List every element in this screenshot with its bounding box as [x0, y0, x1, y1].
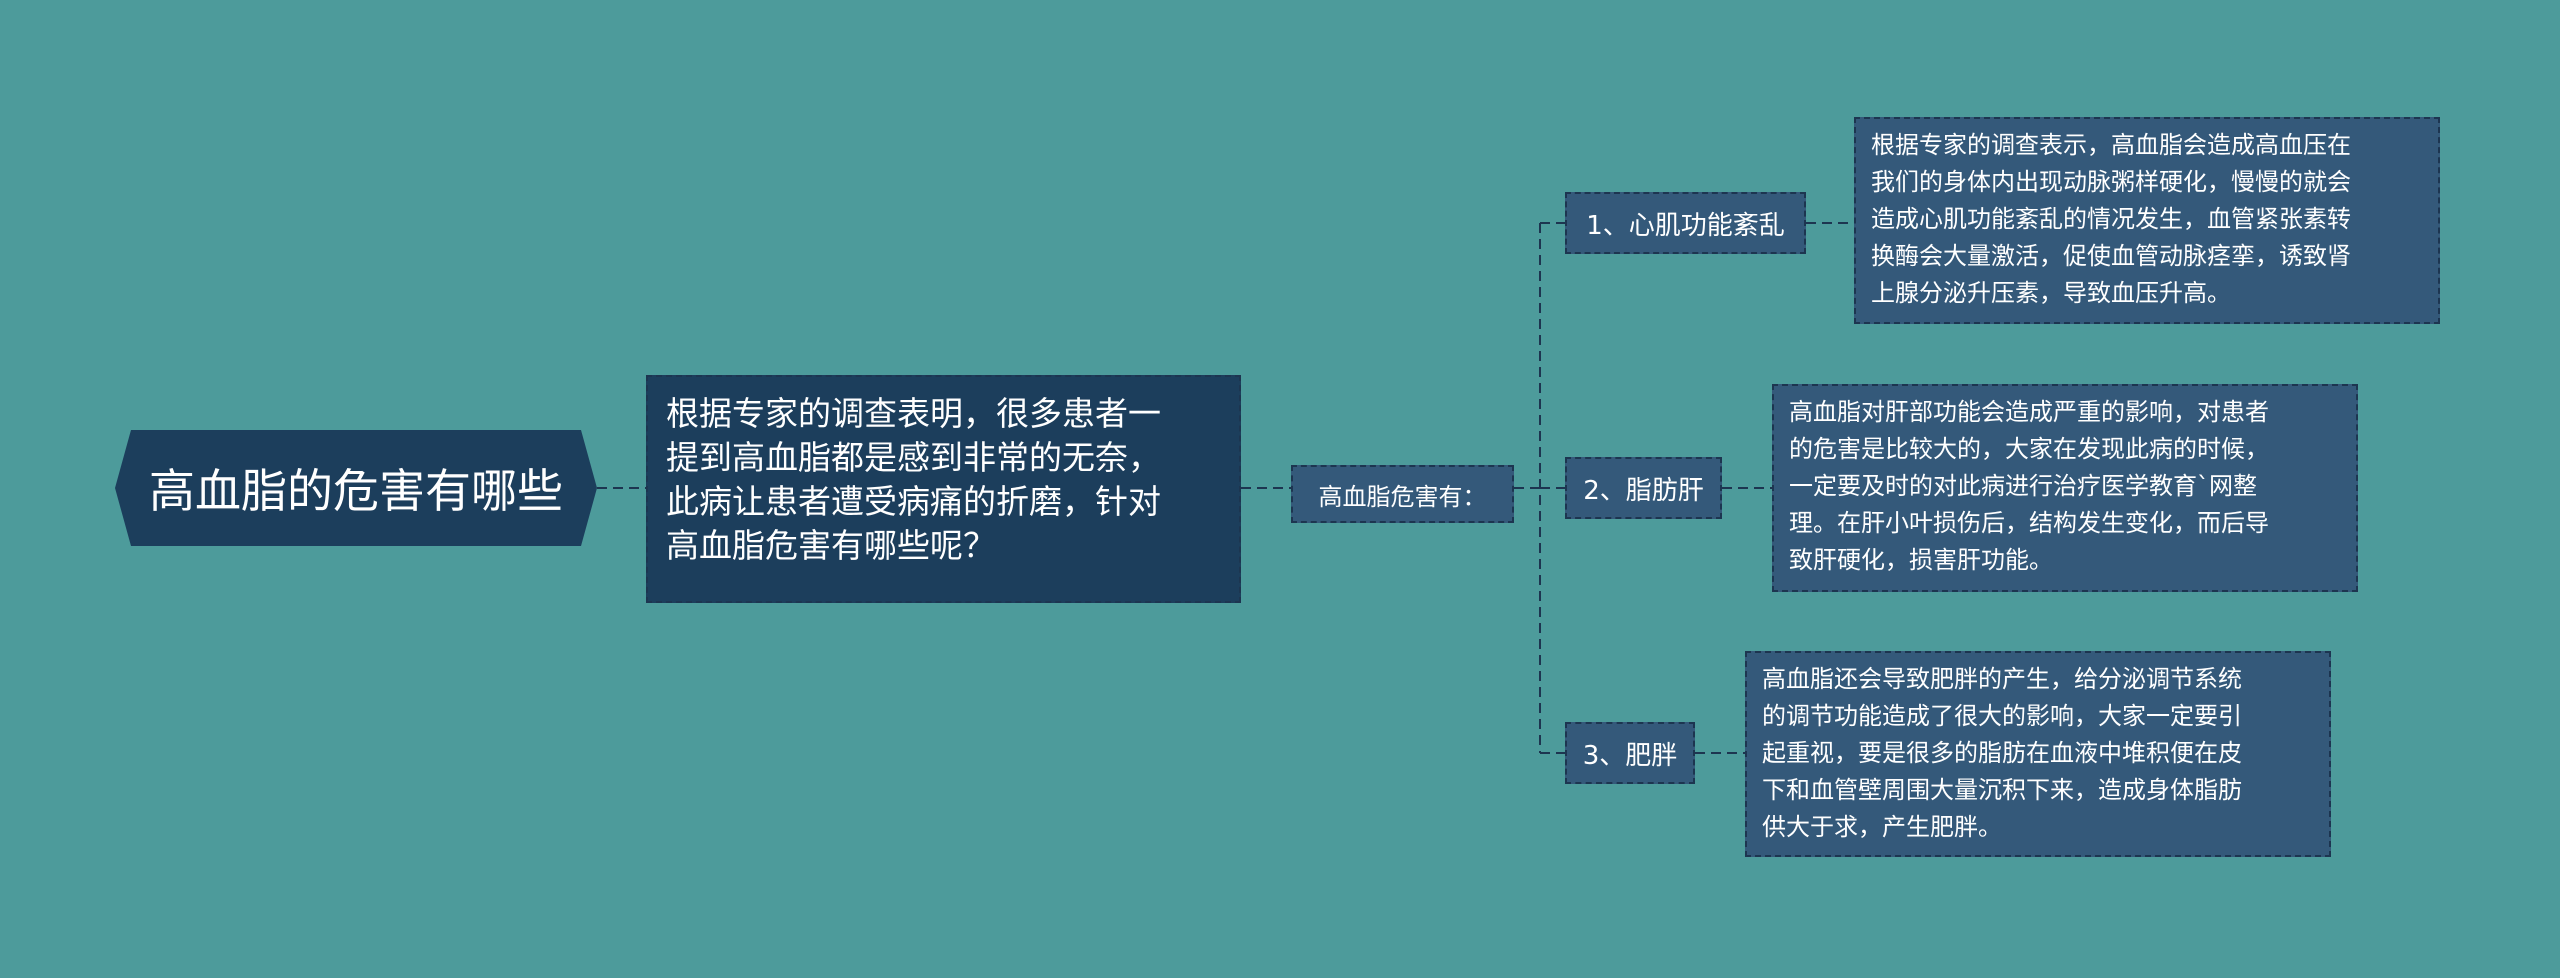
intro-line: 高血脂危害有哪些呢？ — [666, 526, 996, 565]
detail-line: 根据专家的调查表示，高血脂会造成高血压在 — [1871, 131, 2351, 159]
intro-line: 提到高血脂都是感到非常的无奈， — [666, 438, 1161, 477]
hub-node[interactable]: 高血脂危害有： — [1291, 465, 1514, 523]
detail-line: 起重视，要是很多的脂肪在血液中堆积便在皮 — [1762, 739, 2242, 767]
detail-node-obesity[interactable]: 高血脂还会导致肥胖的产生，给分泌调节系统 的调节功能造成了很大的影响，大家一定要… — [1745, 651, 2331, 857]
detail-line: 造成心肌功能紊乱的情况发生，血管紧张素转 — [1871, 205, 2351, 233]
branch-node-heart[interactable]: 1、心肌功能紊乱 — [1565, 192, 1806, 254]
detail-line: 高血脂对肝部功能会造成严重的影响，对患者 — [1789, 398, 2269, 426]
detail-node-heart[interactable]: 根据专家的调查表示，高血脂会造成高血压在 我们的身体内出现动脉粥样硬化，慢慢的就… — [1854, 117, 2440, 324]
branch-label: 3、肥胖 — [1582, 740, 1678, 771]
intro-line: 根据专家的调查表明，很多患者一 — [666, 394, 1161, 433]
detail-line: 换酶会大量激活，促使血管动脉痉挛，诱致肾 — [1871, 242, 2351, 270]
detail-line: 我们的身体内出现动脉粥样硬化，慢慢的就会 — [1871, 168, 2351, 196]
detail-line: 的危害是比较大的，大家在发现此病的时候， — [1789, 435, 2269, 463]
detail-line: 供大于求，产生肥胖。 — [1762, 813, 2002, 841]
intro-node[interactable]: 根据专家的调查表明，很多患者一 提到高血脂都是感到非常的无奈， 此病让患者遭受病… — [646, 375, 1241, 603]
root-topic[interactable]: 高血脂的危害有哪些 — [115, 430, 597, 546]
branch-node-fatty-liver[interactable]: 2、脂肪肝 — [1565, 457, 1722, 519]
detail-line: 致肝硬化，损害肝功能。 — [1789, 546, 2053, 574]
detail-line: 上腺分泌升压素，导致血压升高。 — [1871, 279, 2231, 307]
detail-line: 高血脂还会导致肥胖的产生，给分泌调节系统 — [1762, 665, 2242, 693]
intro-line: 此病让患者遭受病痛的折磨，针对 — [666, 482, 1161, 521]
root-topic-label: 高血脂的危害有哪些 — [149, 464, 563, 518]
hub-label: 高血脂危害有： — [1318, 482, 1487, 511]
detail-line: 下和血管壁周围大量沉积下来，造成身体脂肪 — [1762, 776, 2242, 804]
detail-node-fatty-liver[interactable]: 高血脂对肝部功能会造成严重的影响，对患者 的危害是比较大的，大家在发现此病的时候… — [1772, 384, 2358, 592]
branch-label: 1、心肌功能紊乱 — [1586, 210, 1785, 241]
branch-node-obesity[interactable]: 3、肥胖 — [1565, 722, 1695, 784]
detail-line: 一定要及时的对此病进行治疗医学教育`网整 — [1789, 472, 2257, 500]
branch-label: 2、脂肪肝 — [1583, 475, 1704, 506]
detail-line: 理。在肝小叶损伤后，结构发生变化，而后导 — [1789, 509, 2269, 537]
detail-line: 的调节功能造成了很大的影响，大家一定要引 — [1762, 702, 2242, 730]
